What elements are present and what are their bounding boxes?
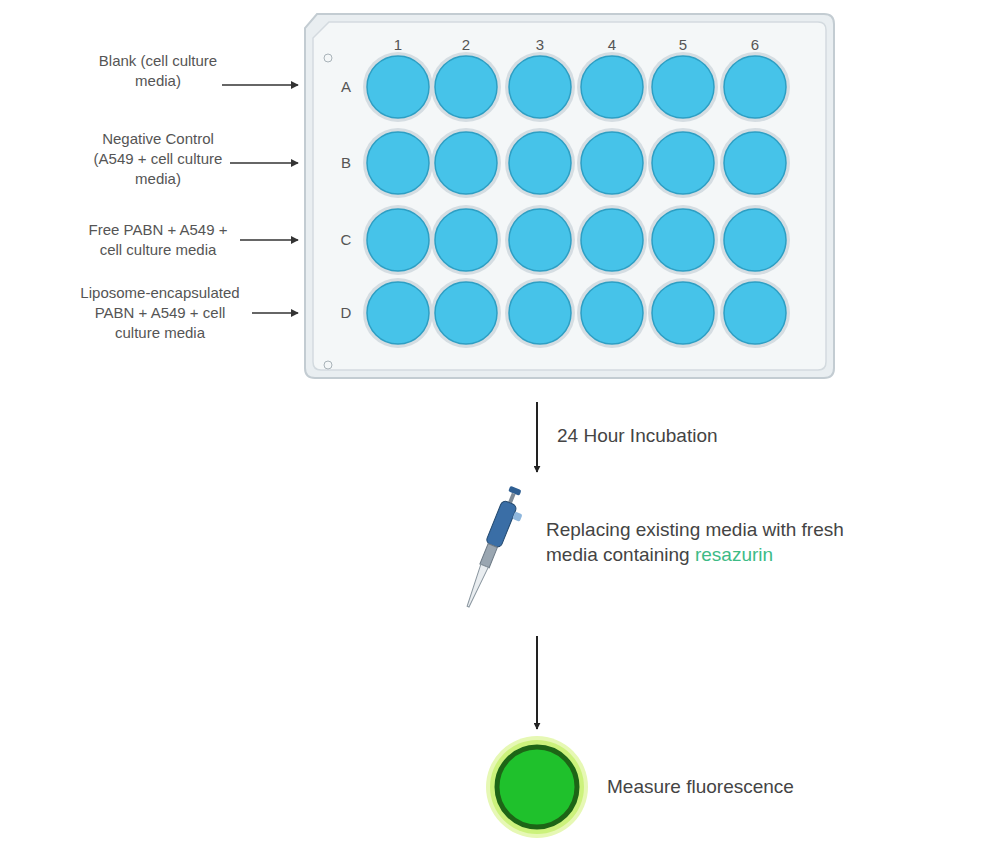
corner-mark — [324, 54, 332, 62]
well-rim — [648, 52, 718, 122]
well-rim — [431, 205, 501, 275]
well-plate — [303, 12, 836, 380]
row-letter: B — [341, 153, 351, 173]
step-text: Measure fluorescence — [607, 775, 794, 800]
wells — [363, 52, 790, 348]
row-label: Liposome-encapsulated PABN + A549 + cell… — [74, 283, 246, 343]
column-number: 1 — [394, 35, 402, 55]
step-label: 24 Hour Incubation — [555, 425, 720, 447]
well — [581, 209, 643, 271]
well — [724, 282, 786, 344]
row-letter: C — [341, 230, 352, 250]
well-rim — [577, 205, 647, 275]
well — [435, 132, 497, 194]
well — [724, 132, 786, 194]
plate-face — [313, 22, 826, 370]
well-rim — [431, 278, 501, 348]
well-rim — [431, 52, 501, 122]
column-number: 6 — [751, 35, 759, 55]
well — [435, 209, 497, 271]
well-rim — [363, 278, 433, 348]
well — [367, 282, 429, 344]
well-rim — [505, 278, 575, 348]
corner-mark — [324, 361, 332, 369]
step-text: Replacing existing media with fresh medi… — [546, 518, 891, 567]
well-rim — [431, 128, 501, 198]
well-rim — [720, 52, 790, 122]
well-plate-node: 1 2 3 4 5 6A B C D — [303, 12, 836, 380]
column-number: 5 — [679, 35, 687, 55]
row-letter: A — [341, 77, 351, 97]
well-rim — [363, 128, 433, 198]
well — [652, 56, 714, 118]
well-rim — [720, 205, 790, 275]
leader-arrow — [240, 239, 298, 241]
leader-arrow — [222, 84, 298, 86]
well — [435, 282, 497, 344]
well — [724, 209, 786, 271]
row-label: Negative Control (A549 + cell culture me… — [83, 129, 233, 189]
well-rim — [648, 278, 718, 348]
well — [724, 56, 786, 118]
well — [509, 132, 571, 194]
row-letter: D — [341, 303, 352, 323]
well — [581, 282, 643, 344]
fluorescence-step: Measure fluorescence — [485, 735, 845, 839]
well-rim — [577, 278, 647, 348]
column-number: 4 — [608, 35, 616, 55]
well — [581, 56, 643, 118]
well — [367, 56, 429, 118]
pipette-step: Replacing existing media with fresh medi… — [458, 478, 978, 628]
well — [652, 132, 714, 194]
flow-arrow — [536, 636, 538, 729]
well-rim — [363, 52, 433, 122]
well-rim — [648, 205, 718, 275]
leader-arrow — [252, 312, 298, 314]
well-rim — [720, 278, 790, 348]
well — [509, 209, 571, 271]
flow-arrow — [536, 402, 538, 472]
well-rim — [720, 128, 790, 198]
well-rim — [577, 128, 647, 198]
well — [367, 132, 429, 194]
column-number: 2 — [462, 35, 470, 55]
plate-outline — [305, 14, 834, 378]
well — [652, 282, 714, 344]
well — [581, 132, 643, 194]
row-label: Free PABN + A549 + cell culture media — [83, 220, 233, 260]
well-rim — [505, 205, 575, 275]
well-rim — [505, 52, 575, 122]
well-rim — [648, 128, 718, 198]
well — [652, 209, 714, 271]
well — [367, 209, 429, 271]
well-rim — [577, 52, 647, 122]
well — [509, 56, 571, 118]
well — [509, 282, 571, 344]
leader-arrow — [230, 162, 298, 164]
well-rim — [505, 128, 575, 198]
column-number: 3 — [536, 35, 544, 55]
pipette-icon — [458, 478, 548, 628]
row-label: Blank (cell culture media) — [86, 51, 231, 91]
well-rim — [363, 205, 433, 275]
fluorescent-well — [485, 735, 589, 839]
well — [435, 56, 497, 118]
